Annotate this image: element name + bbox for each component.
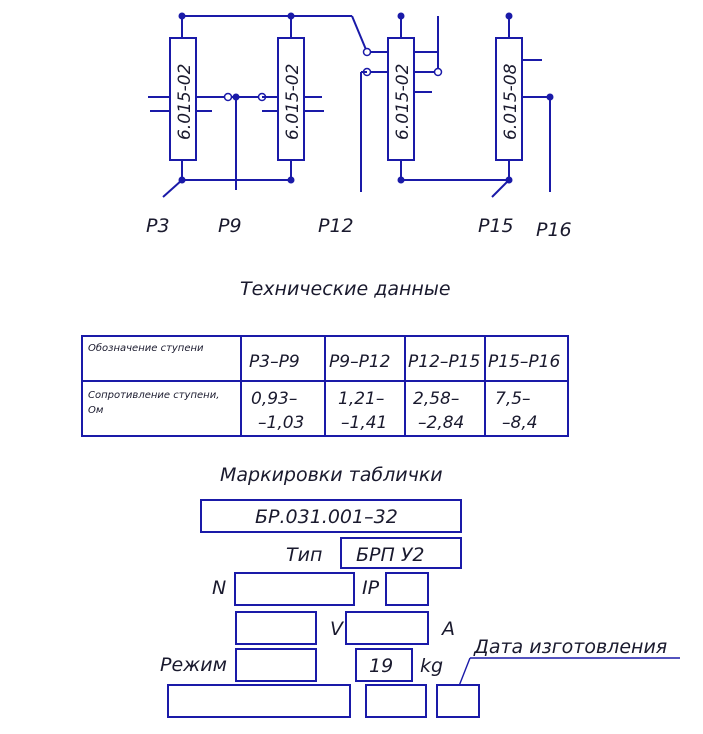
type-box xyxy=(340,537,462,569)
value-row-label: Сопротивление ступени, Ом xyxy=(88,390,219,416)
junction-dot xyxy=(287,176,295,184)
value-cell-bottom: –1,41 xyxy=(341,413,387,433)
value-cell-bottom: –1,03 xyxy=(258,413,304,433)
weight-value: 19 xyxy=(369,655,393,677)
plate-title: Маркировки таблички xyxy=(220,464,443,486)
plate-code-box xyxy=(200,499,462,533)
terminal-node xyxy=(362,47,372,57)
type-label: Тип xyxy=(286,544,322,566)
terminal-node xyxy=(223,92,233,102)
a-label: A xyxy=(440,618,455,640)
terminal-label-p12: Р12 xyxy=(318,215,354,237)
date-box-2 xyxy=(436,684,480,718)
tech-data-title: Технические данные xyxy=(240,278,451,300)
nameplate: БР.031.001–32 Тип БРП У2 N IP V A Режим … xyxy=(160,499,680,718)
tech-data-table: Обозначение ступени Сопротивление ступен… xyxy=(81,335,569,437)
p3-lead xyxy=(162,179,183,198)
terminal-label-p9: Р9 xyxy=(218,215,242,237)
mode-box xyxy=(235,648,317,682)
bottom-wide-box xyxy=(167,684,351,718)
resistor-3-label: 6.015-02 xyxy=(393,64,413,140)
junction-dot xyxy=(287,12,295,20)
diagonal-wire xyxy=(351,15,368,53)
value-cell-top: 1,21– xyxy=(338,389,384,409)
value-cell-bottom: –8,4 xyxy=(502,413,538,433)
field-box xyxy=(235,611,317,645)
junction-dot xyxy=(505,12,513,20)
weight-unit: kg xyxy=(420,655,443,677)
junction-dot xyxy=(178,12,186,20)
value-cell-top: 2,58– xyxy=(413,389,459,409)
resistor-4-label: 6.015-08 xyxy=(501,63,521,140)
date-label: Дата изготовления xyxy=(473,636,667,658)
terminal-node xyxy=(433,67,443,77)
junction-dot xyxy=(397,12,405,20)
terminal-label-p16: Р16 xyxy=(536,219,572,241)
plate-code: БР.031.001–32 xyxy=(255,506,398,528)
resistor-2-label: 6.015-02 xyxy=(283,64,303,140)
terminal-label-p15: Р15 xyxy=(478,215,514,237)
type-value: БРП У2 xyxy=(356,544,425,566)
v-label: V xyxy=(330,618,345,640)
value-cell-bottom: –2,84 xyxy=(418,413,464,433)
n-label: N xyxy=(212,577,226,599)
column-header: Р12–Р15 xyxy=(408,352,480,372)
weight-box xyxy=(355,648,413,682)
ip-label: IP xyxy=(362,577,380,599)
mode-label: Режим xyxy=(160,654,227,676)
n-box xyxy=(234,572,355,606)
schematic: 6.015-02 6.015-02 6.015-02 xyxy=(146,12,572,241)
header-row-label: Обозначение ступени xyxy=(88,343,204,354)
value-cell-top: 0,93– xyxy=(251,389,297,409)
date-box-1 xyxy=(365,684,427,718)
column-header: Р9–Р12 xyxy=(329,352,390,372)
ip-box xyxy=(385,572,429,606)
column-header: Р3–Р9 xyxy=(249,352,300,372)
v-box xyxy=(345,611,429,645)
terminal-label-p3: Р3 xyxy=(146,215,170,237)
p15-lead xyxy=(491,179,510,198)
resistor-1-label: 6.015-02 xyxy=(175,64,195,140)
value-cell-top: 7,5– xyxy=(495,389,531,409)
column-header: Р15–Р16 xyxy=(488,352,560,372)
